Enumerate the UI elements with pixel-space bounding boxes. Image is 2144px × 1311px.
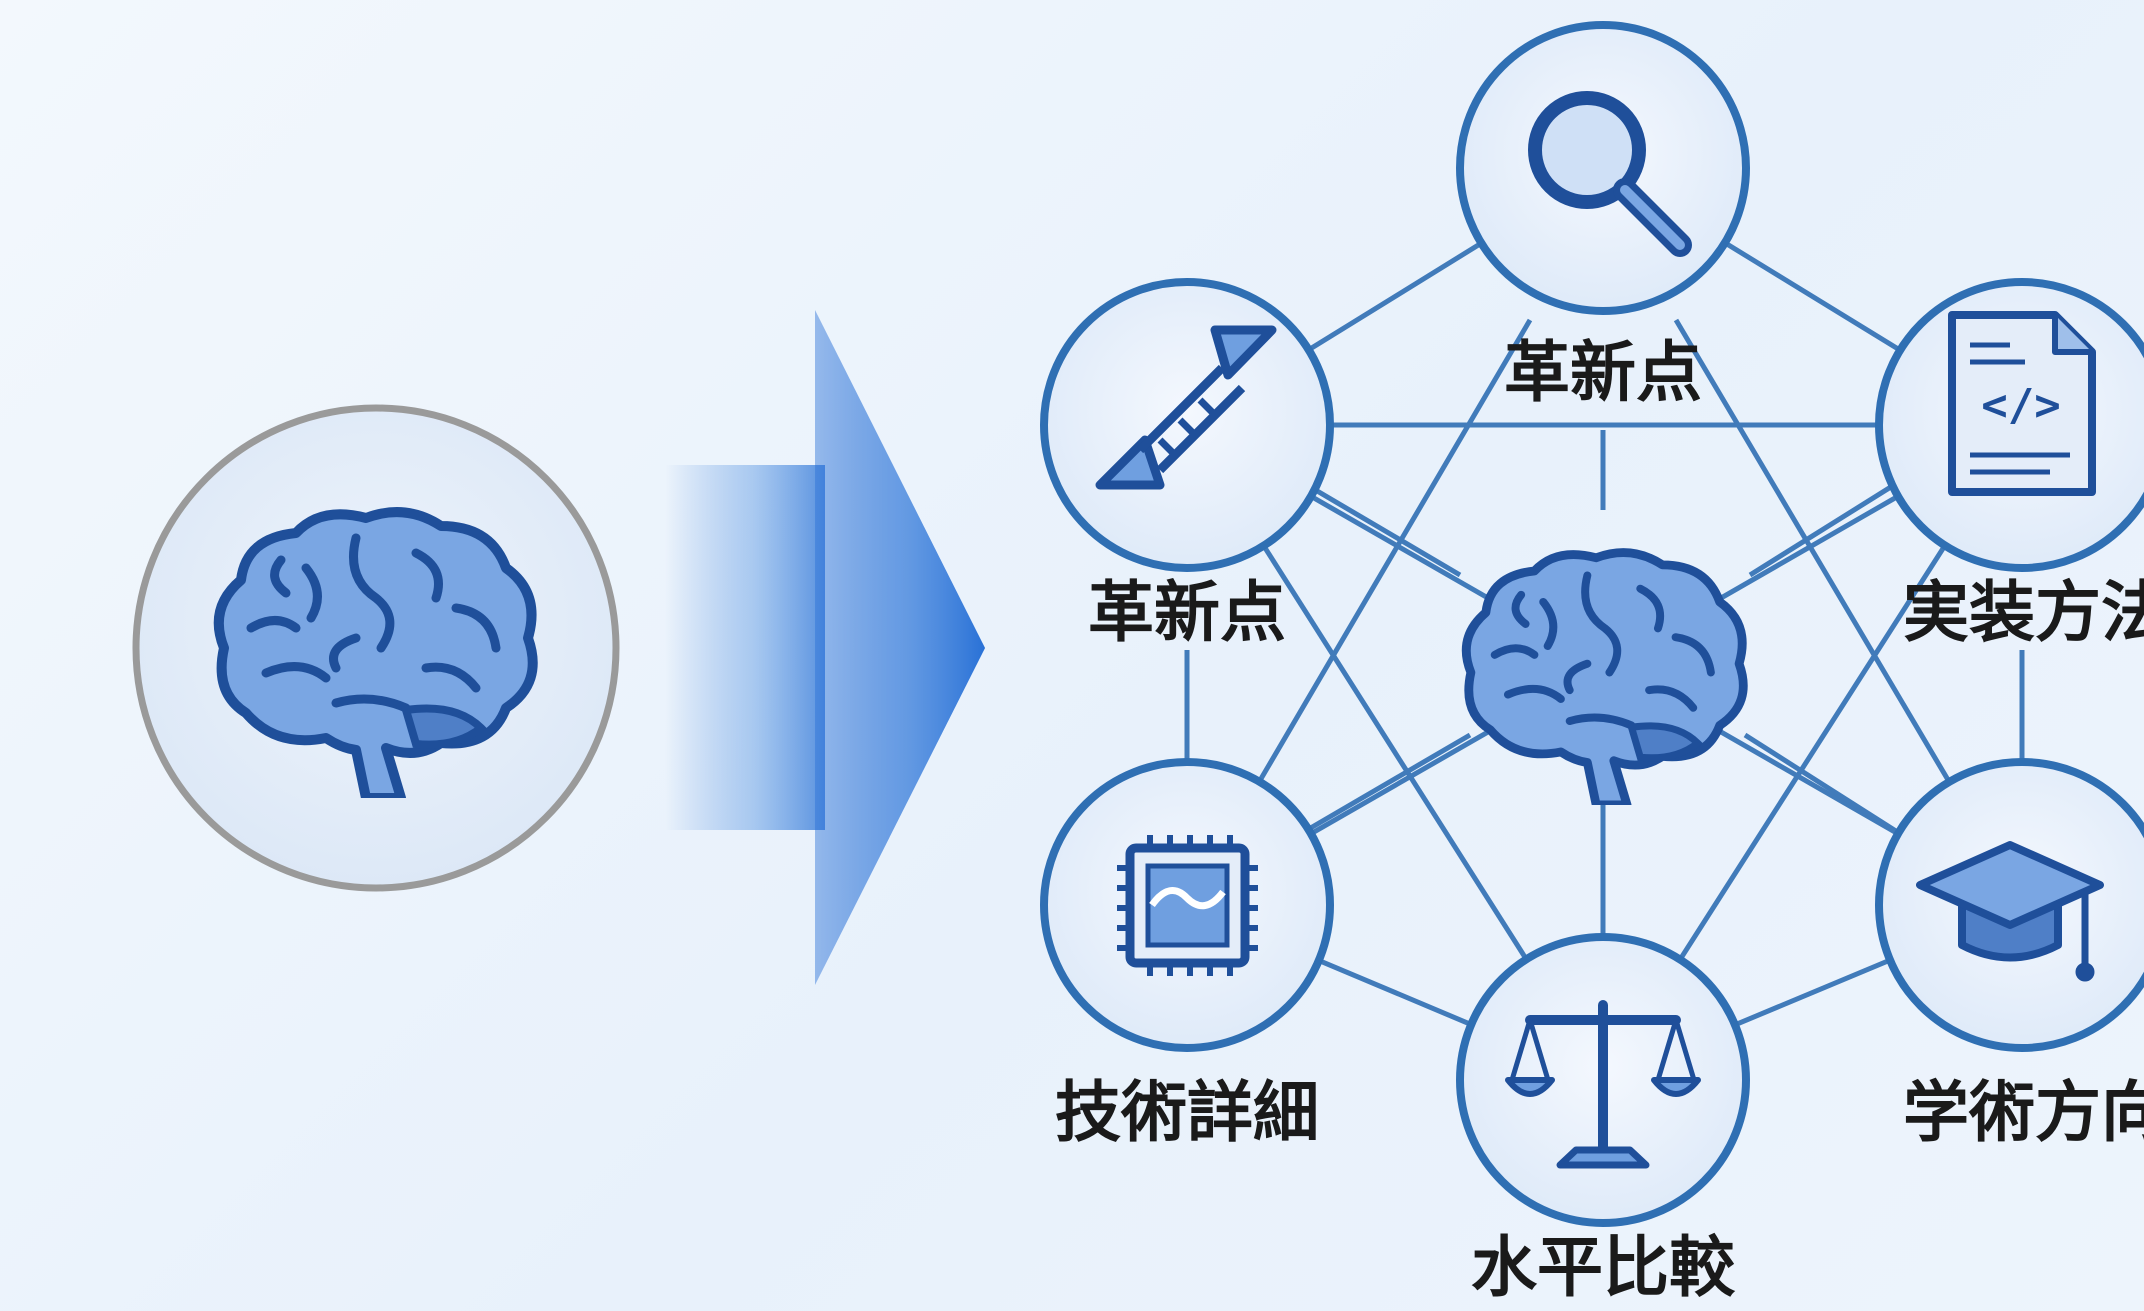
arrow-right-icon [665, 310, 985, 985]
node-label: 技術詳細 [1055, 1074, 1319, 1151]
node-search: 革新点 [1456, 21, 1750, 411]
node-scale: 水平比較 [1456, 933, 1750, 1306]
node-label: 革新点 [1088, 574, 1286, 651]
dna-icon [1095, 325, 1277, 490]
node-label: 革新点 [1504, 334, 1702, 411]
node-chip: 技術詳細 [1040, 758, 1334, 1151]
node-code: </> 実装方法 [1875, 278, 2144, 651]
node-label: 学術方向 [1903, 1074, 2144, 1151]
code-document-icon: </> [1948, 311, 2096, 496]
magnifier-icon [1528, 91, 1692, 257]
brain-icon [1466, 553, 1743, 805]
node-label: 水平比較 [1471, 1229, 1736, 1306]
node-dna: 革新点 [1040, 278, 1334, 651]
node-cap: 学術方向 [1875, 758, 2144, 1151]
svg-text:</>: </> [1981, 380, 2060, 431]
hub-brain [1466, 553, 1743, 805]
node-label: 実装方法 [1903, 574, 2144, 651]
source-brain-node [132, 404, 620, 892]
balance-scale-icon [1505, 1000, 1701, 1169]
chip-icon [1117, 835, 1258, 976]
graduation-cap-icon [1916, 841, 2104, 982]
